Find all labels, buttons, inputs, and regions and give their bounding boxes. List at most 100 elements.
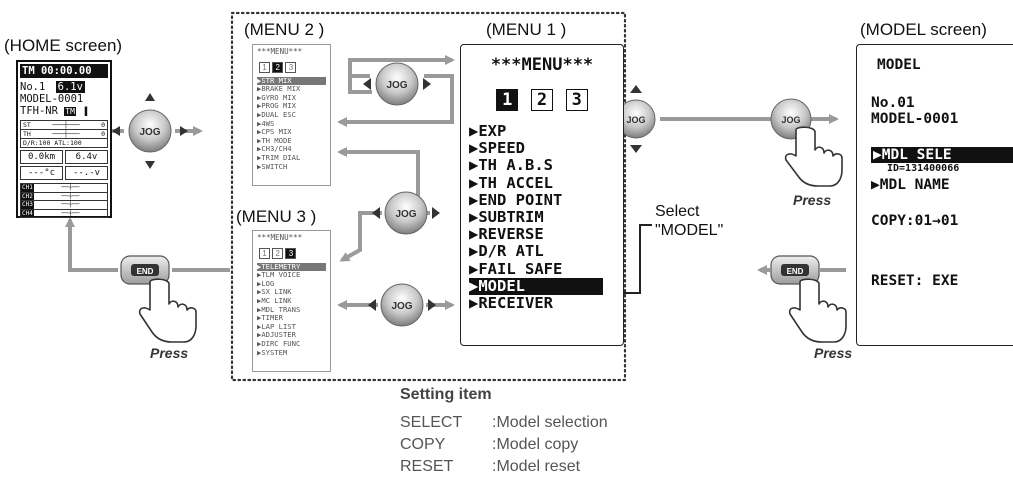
menu1-item[interactable]: ▶TH A.B.S	[469, 156, 553, 175]
menu3-item-list: ▶TELEMETRY▶TLM VOICE▶LOG▶SX LINK▶MC LINK…	[257, 262, 326, 358]
press-label-model: Press	[814, 345, 853, 361]
menu3-item[interactable]: ▶LAP LIST	[257, 321, 296, 331]
model-screen-lcd: MODEL No.01 MODEL-0001 ▶MDL SELE ID=1314…	[856, 44, 1013, 346]
menu1-item[interactable]: ▶FAIL SAFE	[469, 259, 563, 278]
menu1-item-list: ▶EXP▶SPEED▶TH A.B.S▶TH ACCEL▶END POINT▶S…	[469, 122, 615, 313]
home-model-name: MODEL-0001	[20, 93, 84, 105]
menu2-item[interactable]: ▶PROG MIX	[257, 101, 296, 111]
menu3-item[interactable]: ▶SYSTEM	[257, 347, 288, 357]
menu2-page-tab[interactable]: 2	[272, 61, 284, 73]
menu1-item[interactable]: ▶REVERSE	[469, 225, 544, 244]
menu3-item[interactable]: ▶ADJUSTER	[257, 330, 296, 340]
menu1-page-tab[interactable]: 1	[496, 89, 519, 111]
home-st-bar: ───┼───	[52, 121, 80, 129]
menu3-item[interactable]: ▶LOG	[257, 278, 275, 288]
home-dr-line: D/R:100 ATL:100	[23, 139, 82, 147]
menu2-menu1-arrows	[337, 55, 455, 127]
select-model-label: Select "MODEL"	[655, 202, 723, 240]
model-screen-title: (MODEL screen)	[860, 20, 987, 39]
setting-row: COPY :Model copy	[400, 434, 608, 456]
menu1-item[interactable]: ▶D/R ATL	[469, 242, 544, 261]
menu3-page-tab[interactable]: 3	[285, 247, 297, 259]
menu2-item[interactable]: ▶4WS	[257, 118, 275, 128]
menu1-item[interactable]: ▶SPEED	[469, 139, 525, 158]
menu2-item[interactable]: ▶SWITCH	[257, 161, 288, 171]
home-st-value: 0	[101, 121, 105, 129]
menu2-item[interactable]: ▶CH3/CH4	[257, 144, 292, 154]
model-reset[interactable]: RESET: EXE	[871, 273, 959, 289]
menu3-header: ***MENU***	[257, 233, 303, 242]
jog-lr-menu2: JOG	[363, 62, 431, 106]
menu2-item[interactable]: ▶BRAKE MIX	[257, 84, 301, 94]
model-no: No.01	[871, 95, 915, 111]
home-channel-bars: CH1──┼── CH2──┼── CH3──┼── CH4──┼──	[20, 183, 108, 218]
home-mode-line: TFH-NR	[20, 105, 58, 117]
menu2-lcd: ***MENU*** 1 2 3 ▶STR MIX▶BRAKE MIX▶GYRO…	[252, 44, 331, 186]
menu2-item[interactable]: ▶CPS MIX	[257, 127, 292, 137]
model-sele-item[interactable]: ▶MDL SELE	[871, 147, 1013, 163]
menu3-item[interactable]: ▶DIRC FUNC	[257, 338, 301, 348]
home-model-no: No.1	[20, 81, 46, 93]
home-mode-badge: TM	[64, 107, 76, 116]
jog-lr-menu3: JOG	[372, 191, 440, 235]
menu3-page-tab[interactable]: 2	[272, 247, 284, 259]
home-th-value: 0	[101, 130, 105, 138]
setting-key: SELECT	[400, 414, 463, 431]
model-name-label: MDL NAME	[879, 177, 950, 193]
home-th-label: TH	[23, 130, 31, 138]
svg-text:JOG: JOG	[395, 209, 416, 220]
model-name-item[interactable]: ▶MDL NAME	[871, 177, 950, 193]
signal-icon: ▐	[82, 107, 88, 116]
menu1-page-tab[interactable]: 3	[565, 89, 588, 111]
home-timer: TM 00:00.00	[20, 64, 108, 78]
menu2-page-tab[interactable]: 1	[259, 61, 270, 73]
setting-key: RESET	[400, 458, 454, 475]
menu1-title: (MENU 1 )	[486, 20, 567, 39]
setting-title: Setting item	[400, 386, 492, 403]
home-volt2: --.-v	[65, 166, 108, 180]
menu1-item[interactable]: ▶RECEIVER	[469, 294, 553, 313]
menu3-item[interactable]: ▶TIMER	[257, 313, 283, 323]
hand-icon-home	[138, 278, 197, 343]
setting-desc: :Model selection	[492, 414, 608, 431]
menu1-item[interactable]: ▶END POINT	[469, 190, 563, 209]
menu1-item[interactable]: ▶TH ACCEL	[469, 173, 553, 192]
setting-row: RESET :Model reset	[400, 456, 608, 478]
end-button-home: END	[120, 255, 170, 285]
menu1-item[interactable]: ▶MODEL	[469, 277, 603, 296]
svg-text:JOG: JOG	[391, 301, 412, 312]
menu3-item[interactable]: ▶MC LINK	[257, 295, 292, 305]
home-voltage: 6.1v	[55, 81, 85, 93]
menu2-item[interactable]: ▶DUAL ESC	[257, 109, 296, 119]
model-header: MODEL	[877, 57, 921, 73]
svg-text:JOG: JOG	[139, 127, 160, 138]
setting-list: SELECT :Model selection COPY :Model copy R…	[400, 412, 608, 478]
menu1-item[interactable]: ▶EXP	[469, 122, 507, 140]
model-name: MODEL-0001	[871, 111, 959, 127]
select-label-line1: Select	[655, 203, 700, 220]
menu3-page-tab[interactable]: 1	[259, 247, 270, 259]
menu2-item-list: ▶STR MIX▶BRAKE MIX▶GYRO MIX▶PROG MIX▶DUA…	[257, 76, 326, 172]
menu3-item[interactable]: ▶SX LINK	[257, 287, 292, 297]
menu2-header: ***MENU***	[257, 47, 303, 56]
menu2-page-tab[interactable]: 3	[285, 61, 297, 73]
menu1-page-tab[interactable]: 2	[531, 89, 553, 111]
end-button-model: END	[770, 255, 820, 285]
menu2-item[interactable]: ▶STR MIX	[257, 76, 326, 86]
menu3-item[interactable]: ▶TELEMETRY	[257, 262, 326, 272]
menu2-item[interactable]: ▶TH MODE	[257, 135, 292, 145]
svg-text:END: END	[787, 267, 804, 276]
model-copy[interactable]: COPY:01→01	[871, 213, 959, 229]
menu2-item[interactable]: ▶GYRO MIX	[257, 92, 296, 102]
svg-text:JOG: JOG	[781, 115, 800, 125]
setting-desc: :Model reset	[492, 458, 581, 475]
menu2-page-tabs: 1 2 3	[259, 61, 326, 73]
menu1-item[interactable]: ▶SUBTRIM	[469, 208, 544, 227]
menu2-item[interactable]: ▶TRIM DIAL	[257, 152, 301, 162]
setting-desc: :Model copy	[492, 436, 579, 453]
menu3-item[interactable]: ▶TLM VOICE	[257, 270, 301, 280]
menu1-header: ***MENU***	[490, 55, 594, 75]
setting-key: COPY	[400, 436, 446, 453]
menu3-item[interactable]: ▶MDL TRANS	[257, 304, 301, 314]
press-label-home: Press	[150, 345, 189, 361]
